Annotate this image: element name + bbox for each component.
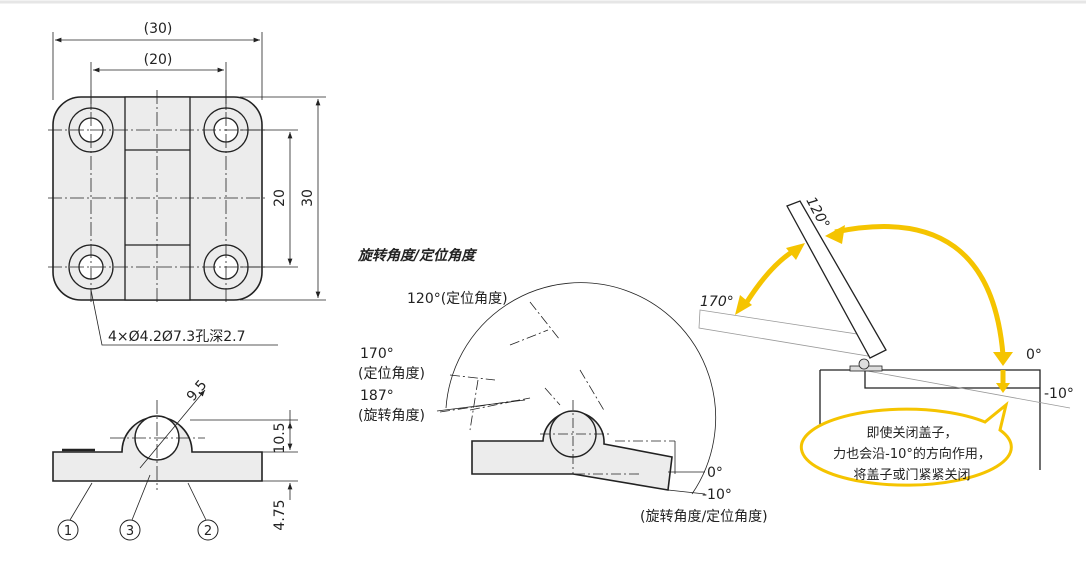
- label-187-value: 187°: [360, 388, 394, 404]
- lid-diagram: [698, 200, 1071, 487]
- dim-hole-spacing-height: 20: [272, 189, 288, 207]
- dim-radius: 9.5: [184, 377, 211, 404]
- callout-line-1: 即使关闭盖子，: [866, 425, 957, 441]
- label-120-positioning: 120°(定位角度): [407, 291, 508, 307]
- side-view: [52, 389, 298, 541]
- rotation-title: 旋转角度/定位角度: [357, 247, 478, 264]
- callout-line-3: 将盖子或门紧紧关闭: [853, 468, 970, 483]
- lid-label-170: 170°: [700, 294, 734, 310]
- lid-label-0: 0°: [1026, 347, 1042, 363]
- balloon-1: 1: [64, 524, 72, 539]
- hole-callout: 4×Ø4.2Ø7.3孔深2.7: [108, 329, 245, 345]
- label-170-value: 170°: [360, 346, 394, 362]
- balloon-3: 3: [126, 524, 134, 539]
- label-170-note: (定位角度): [358, 366, 425, 382]
- dim-height: 10.5: [272, 422, 288, 453]
- rotation-diagram: [436, 282, 716, 495]
- dim-thickness: 4.75: [272, 499, 288, 530]
- label-187-note: (旋转角度): [358, 408, 425, 424]
- label-minus10: -10°: [702, 487, 732, 503]
- top-view: [48, 32, 326, 346]
- lid-label-minus10: -10°: [1044, 386, 1074, 402]
- label-0: 0°: [707, 465, 723, 481]
- dim-hole-spacing-width: (20): [144, 52, 173, 68]
- dim-overall-width: (30): [144, 21, 173, 37]
- dim-overall-height: 30: [300, 189, 316, 207]
- callout-line-2: 力也会沿-10°的方向作用，: [833, 446, 991, 462]
- label-bottom-note: (旋转角度/定位角度): [640, 509, 768, 525]
- balloon-2: 2: [204, 524, 212, 539]
